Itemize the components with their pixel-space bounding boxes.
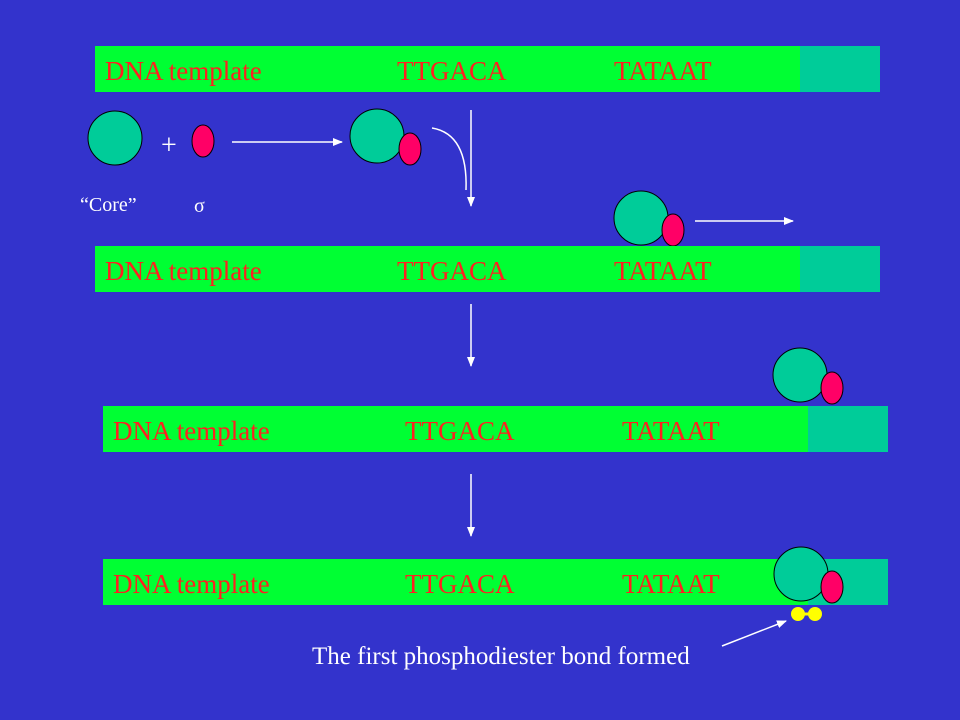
free-sigma-factor (191, 124, 215, 158)
dna-strip-body (103, 406, 888, 452)
dna-strip-end (808, 406, 888, 452)
holoenzyme-scanning (613, 190, 685, 247)
minus35-sequence: TTGACA (397, 56, 507, 86)
dna-strip-3: DNA template TTGACA TATAAT (103, 406, 888, 452)
minus35-sequence: TTGACA (405, 569, 515, 599)
dna-strip-body (95, 246, 880, 292)
minus10-sequence: TATAAT (622, 569, 720, 599)
minus10-sequence: TATAAT (614, 256, 712, 286)
free-core-enzyme (87, 110, 143, 166)
minus35-sequence: TTGACA (397, 256, 507, 286)
dna-strip-4: DNA template TTGACA TATAAT (103, 559, 888, 605)
caption-pointer-arrow (721, 620, 787, 647)
minus10-sequence: TATAAT (622, 416, 720, 446)
dna-strip-1: DNA template TTGACA TATAAT (95, 46, 880, 92)
minus10-sequence: TATAAT (614, 56, 712, 86)
dna-strip-2: DNA template TTGACA TATAAT (95, 246, 880, 292)
dna-template-label: DNA template (113, 569, 270, 599)
holoenzyme-assembled (349, 108, 422, 166)
dna-template-label: DNA template (105, 256, 262, 286)
dna-template-label: DNA template (105, 56, 262, 86)
sigma-label: σ (194, 195, 205, 217)
nucleotide-1 (791, 607, 805, 621)
dna-template-label: DNA template (113, 416, 270, 446)
dna-strip-body (103, 559, 888, 605)
minus35-sequence: TTGACA (405, 416, 515, 446)
holoenzyme-bound (772, 347, 844, 405)
dna-strip-body (95, 46, 880, 92)
curved-arrow (431, 127, 467, 191)
holoenzyme-initiating (773, 546, 844, 604)
dna-strip-end (800, 246, 880, 292)
dna-strip-end (800, 46, 880, 92)
plus-sign: + (161, 130, 177, 161)
nucleotide-pair (791, 607, 822, 621)
nucleotide-2 (808, 607, 822, 621)
core-label: “Core” (80, 194, 137, 216)
bond-caption: The first phosphodiester bond formed (312, 643, 690, 670)
